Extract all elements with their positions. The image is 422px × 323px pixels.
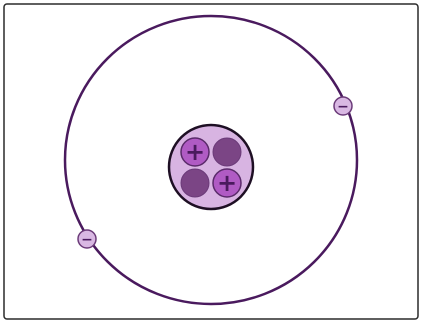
neutron bbox=[213, 138, 241, 166]
proton-symbol: + bbox=[217, 169, 237, 197]
neutron bbox=[181, 169, 209, 197]
nucleus: + + bbox=[169, 125, 253, 209]
proton-symbol: + bbox=[185, 138, 205, 166]
electron: − bbox=[78, 230, 96, 248]
electron-symbol: − bbox=[81, 232, 93, 248]
proton: + bbox=[181, 138, 209, 166]
electron: − bbox=[334, 97, 352, 115]
proton: + bbox=[213, 169, 241, 197]
nucleus-boundary bbox=[169, 125, 253, 209]
electron-symbol: − bbox=[337, 99, 349, 115]
